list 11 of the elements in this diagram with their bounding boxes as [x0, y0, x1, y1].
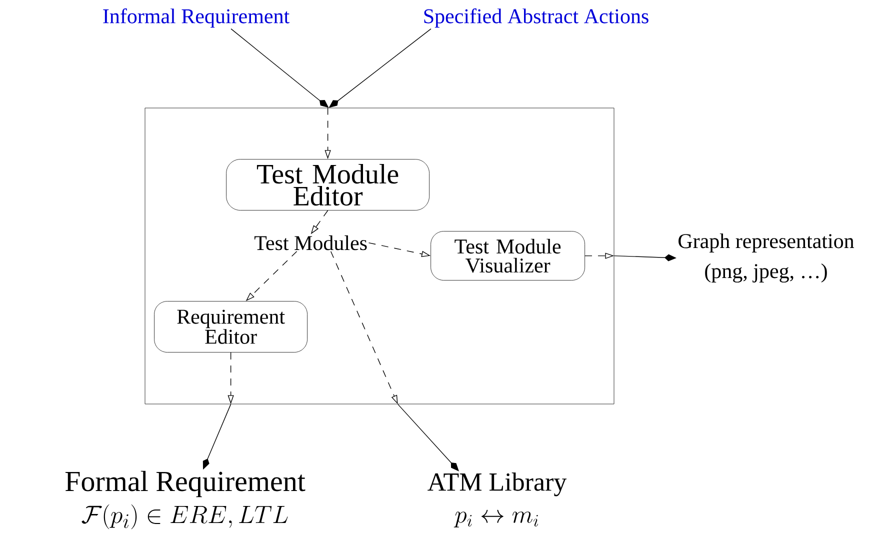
output-label: ATM Library $p_i \leftrightarrow m_i$ [428, 472, 567, 528]
text-label: Test Modules [254, 235, 367, 250]
tool-frame [144, 108, 614, 404]
module-box: Requirement Editor [154, 301, 308, 352]
arrow [397, 404, 459, 472]
requirement-input-label: Informal Requirement [103, 8, 290, 28]
module-box: Test Module Visualizer [430, 231, 585, 280]
actions-input-label: Specified Abstract Actions [424, 8, 648, 28]
output-label: Formal Requirement $\mathcal{F}(p_i) \in ERE, LTL$ [65, 470, 306, 530]
module-box: Test Module Editor [226, 159, 430, 210]
output-label: Graph representation (png, jpeg, …) [678, 233, 854, 283]
